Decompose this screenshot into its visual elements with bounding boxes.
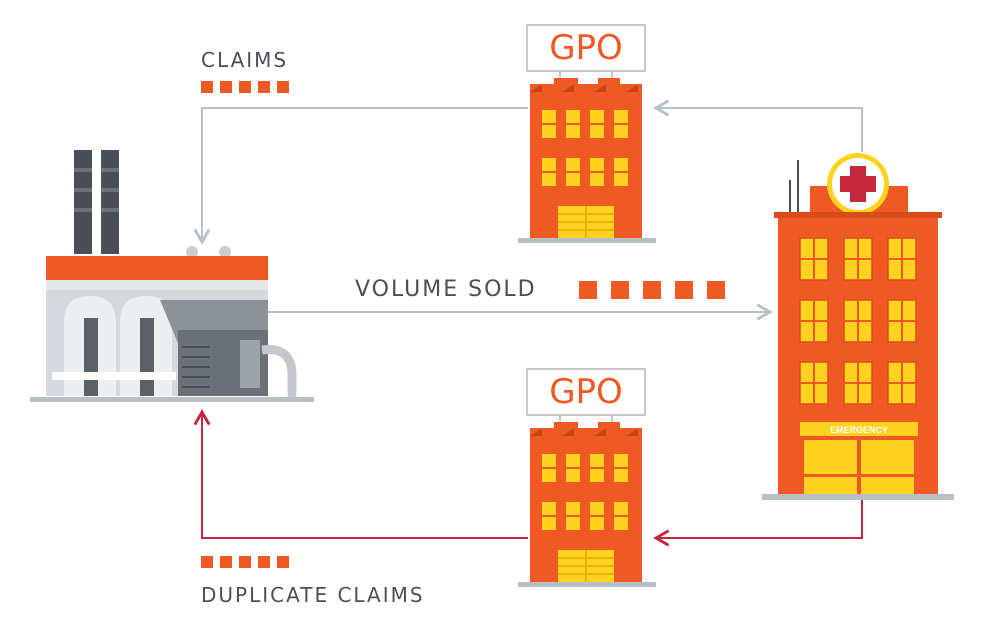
duplicate-arrow-gpo-to-factory (193, 409, 528, 539)
duplicate-arrow-hospital-to-gpo (653, 498, 863, 547)
gpo-bottom-sign: GPO (526, 368, 646, 416)
gpo-top-building (518, 72, 656, 243)
hospital-icon: EMERGENCY (762, 153, 954, 500)
duplicate-claims-label: DUPLICATE CLAIMS (201, 583, 425, 607)
claims-label: CLAIMS (201, 48, 289, 72)
emergency-sign-text: EMERGENCY (830, 425, 888, 435)
gpo-bottom-building (518, 416, 656, 587)
claims-arrow-hospital-to-gpo (653, 99, 863, 152)
volume-sold-dots (579, 281, 725, 299)
claims-arrow-gpo-to-factory (193, 107, 528, 245)
factory-icon (30, 150, 314, 402)
gpo-top-sign: GPO (526, 24, 646, 72)
claims-dots (201, 81, 289, 93)
duplicate-claims-dots (201, 556, 289, 568)
volume-sold-label: VOLUME SOLD (355, 277, 537, 302)
